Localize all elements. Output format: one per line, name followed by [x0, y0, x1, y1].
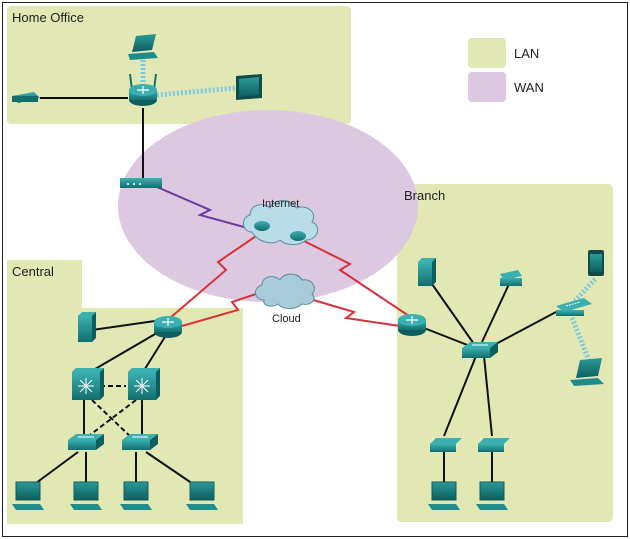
branch-label: Branch — [404, 188, 445, 203]
as1-pc1-link — [31, 451, 79, 487]
home-pc-icon — [12, 92, 40, 103]
branch-phone1-link — [443, 355, 477, 437]
ms2-as1-link — [85, 399, 137, 439]
legend-lan-label: LAN — [514, 46, 539, 61]
branch-switch-icon — [462, 342, 498, 358]
branch-router-switch-link — [423, 327, 471, 347]
branch-ip-phone-1-icon — [430, 438, 462, 452]
central-server-icon — [78, 312, 96, 342]
central-router-ms1-link — [89, 329, 163, 373]
home-tablet-icon — [236, 74, 262, 100]
home-office-lan-zone — [7, 6, 351, 124]
branch-access-point-icon — [556, 298, 592, 316]
central-pc-3-icon — [120, 481, 152, 510]
home-laptop-icon — [128, 34, 158, 60]
central-pc-2-icon — [70, 481, 102, 510]
central-multilayer-switch-2-icon — [128, 368, 160, 400]
branch-smartphone-icon — [588, 250, 604, 276]
cloud-icon — [255, 273, 315, 309]
internet-cloud — [243, 200, 319, 245]
central-access-switch-1-icon — [68, 434, 104, 450]
branch-wireless-smartphone — [570, 276, 598, 306]
branch-pc-1-icon — [428, 481, 460, 510]
branch-internet-wan-link — [297, 237, 413, 319]
central-access-switch-2-icon — [122, 434, 158, 450]
ms1-as2-link — [91, 399, 133, 439]
branch-laptop-icon — [570, 358, 604, 386]
central-router-icon — [154, 316, 182, 338]
legend-wan-swatch — [468, 72, 506, 102]
central-pc-1-icon — [12, 481, 44, 510]
branch-pc-2-icon — [476, 481, 508, 510]
branch-ap-link — [491, 311, 557, 347]
branch-printer-icon — [500, 270, 522, 286]
home-modem-icon — [120, 178, 162, 188]
home-office-label: Home Office — [12, 10, 84, 25]
central-server-link — [91, 319, 163, 331]
branch-server-link — [431, 283, 475, 345]
cloud-label: Cloud — [272, 313, 301, 325]
home-wireless-tablet — [156, 85, 237, 98]
branch-server-icon — [418, 258, 436, 286]
central-internet-wan-link — [169, 231, 263, 319]
branch-ip-phone-2-icon — [478, 438, 510, 452]
central-label: Central — [12, 264, 54, 279]
home-wireless-router-icon — [129, 73, 157, 106]
internet-label: Internet — [262, 198, 299, 210]
as2-pc4-link — [145, 451, 197, 487]
central-router-ms2-link — [142, 331, 169, 373]
central-cloud-wan-link — [181, 291, 263, 327]
central-multilayer-switch-1-icon — [72, 368, 104, 400]
central-pc-4-icon — [186, 481, 218, 510]
branch-router-icon — [398, 314, 426, 336]
legend-wan-label: WAN — [514, 80, 544, 95]
branch-lan-zone — [397, 184, 613, 522]
home-wan-link — [149, 183, 256, 231]
branch-phone2-link — [483, 355, 493, 437]
branch-printer-link — [481, 281, 511, 343]
branch-cloud-wan-link — [299, 295, 401, 327]
legend-lan-swatch — [468, 38, 506, 68]
